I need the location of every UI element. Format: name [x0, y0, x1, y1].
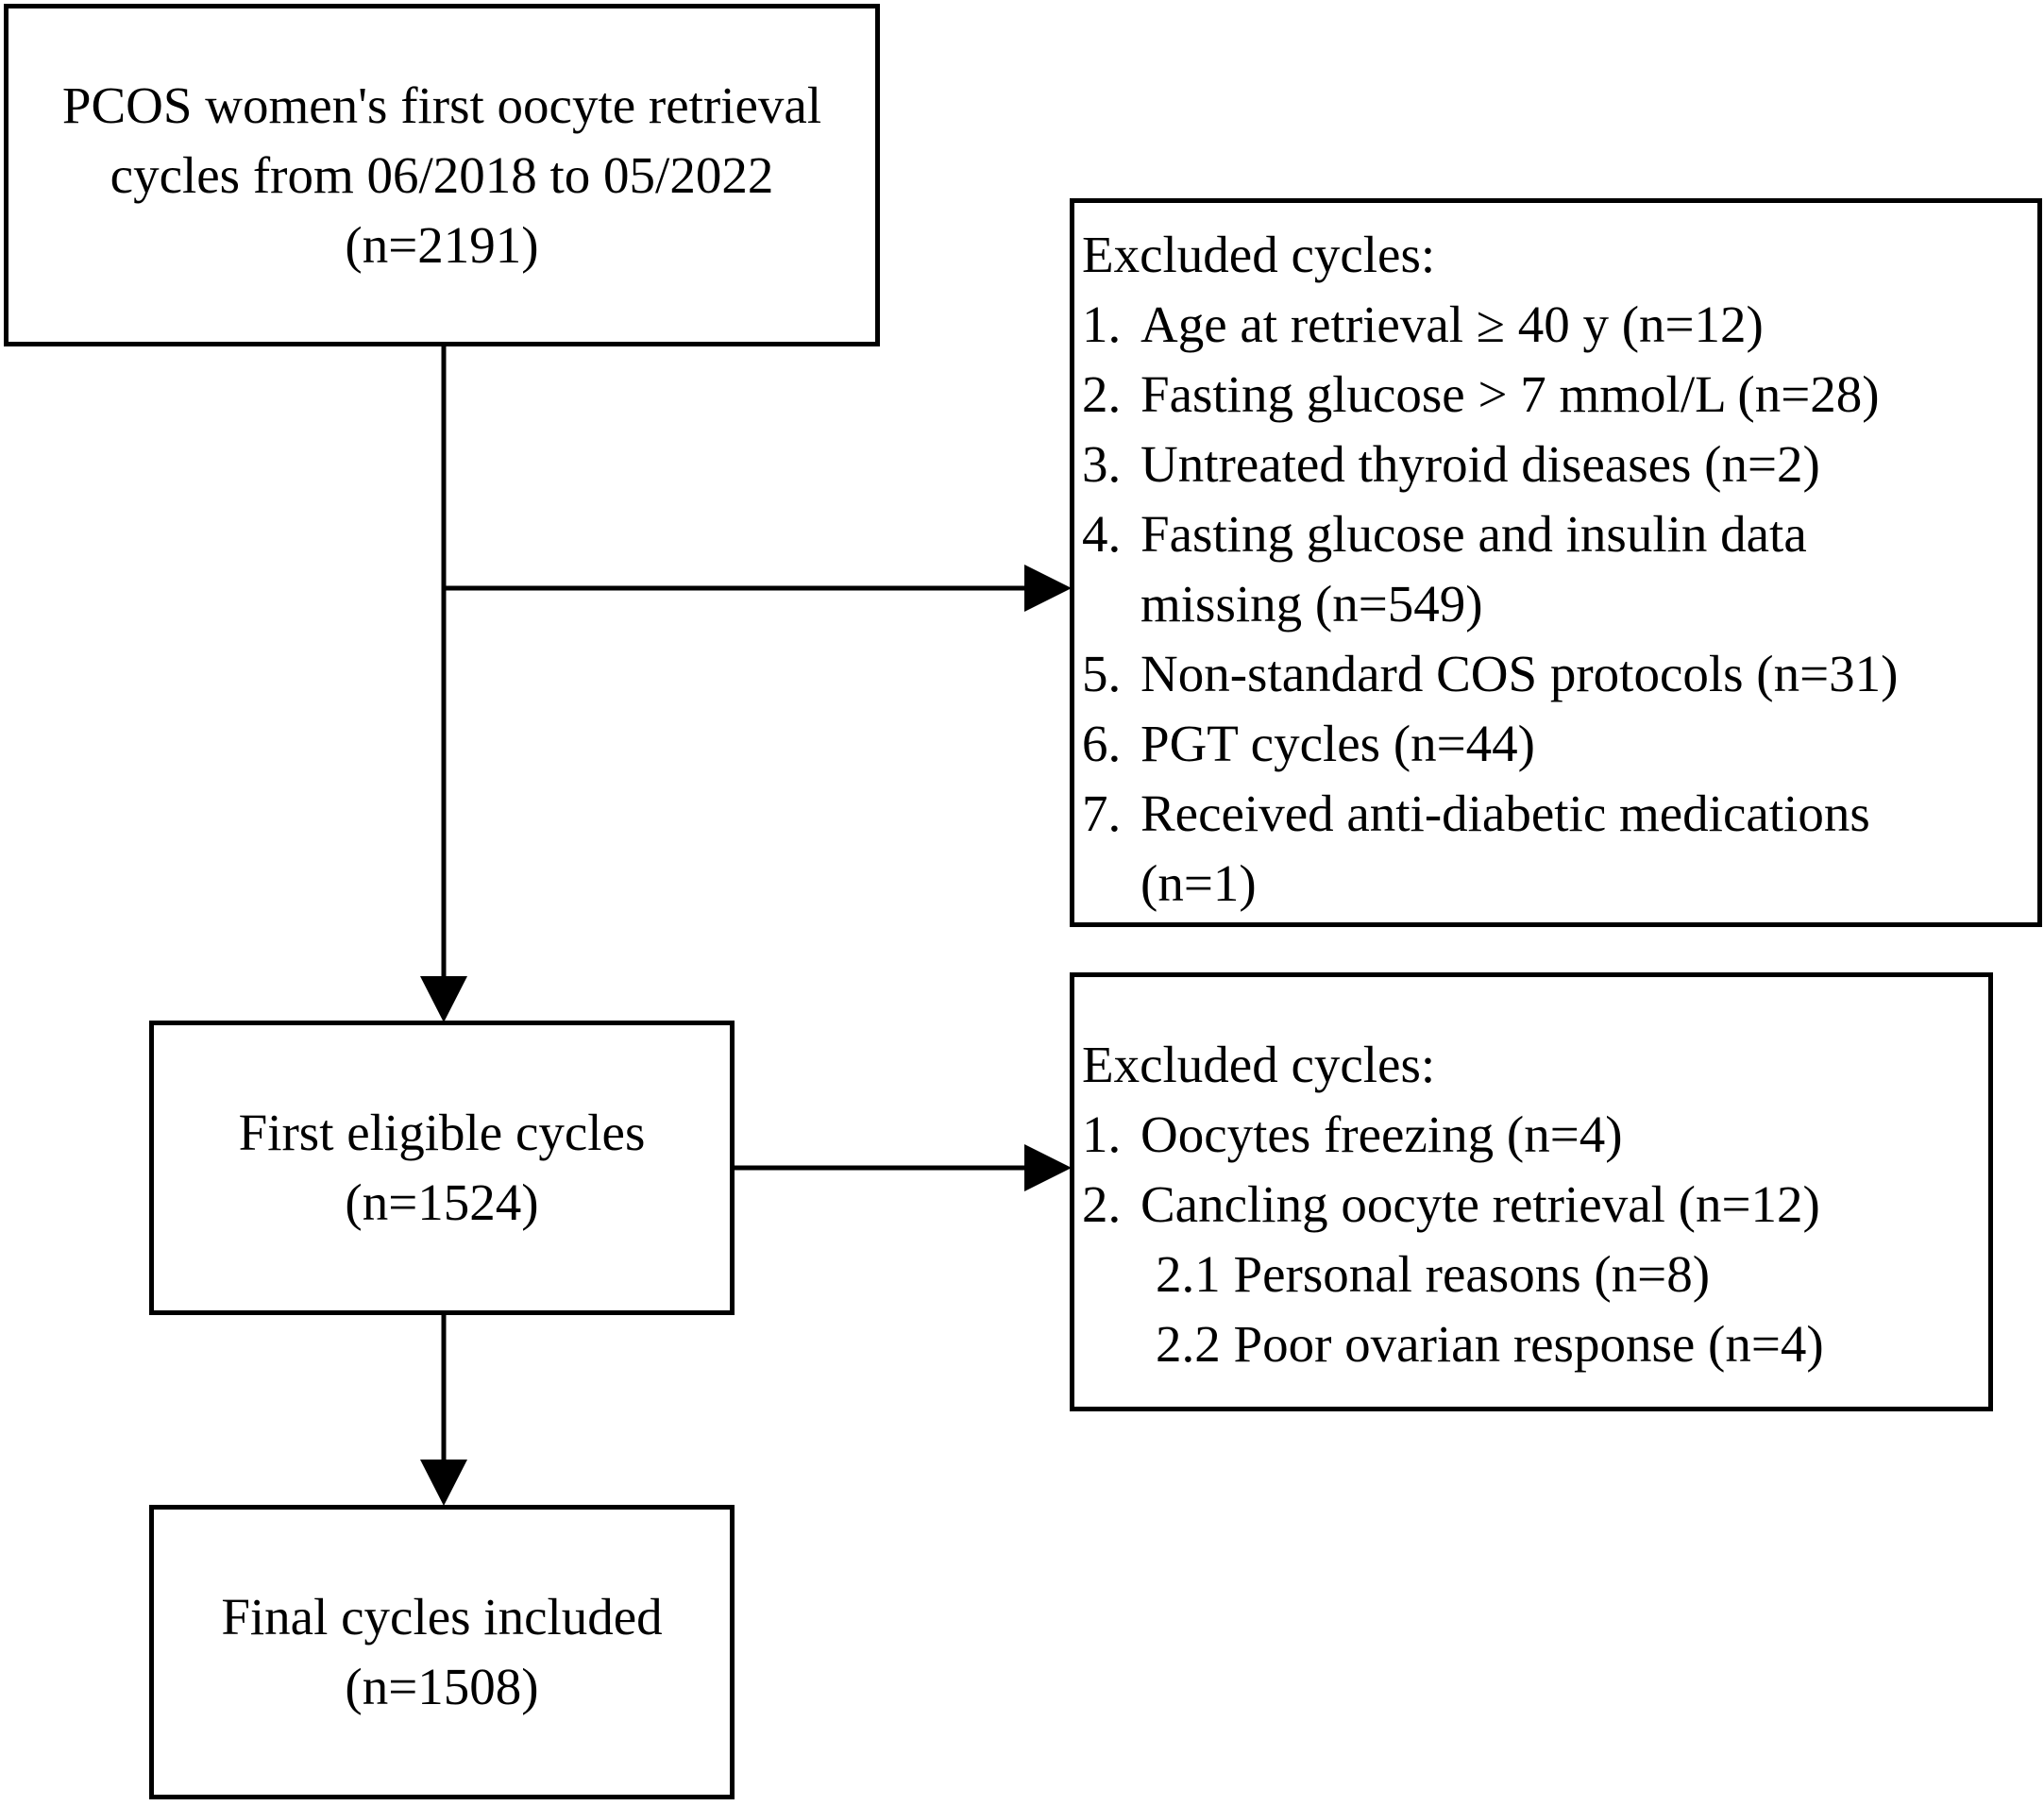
exclusion-1-list: Excluded cycles: 1. Age at retrieval ≥ 4…	[1074, 220, 2037, 919]
exclusion-2-item: 1. Oocytes freezing (n=4)	[1082, 1100, 1988, 1170]
eligible-box-label: First eligible cycles	[238, 1104, 646, 1161]
exclusion-2-subitem: 2.2 Poor ovarian response (n=4)	[1156, 1315, 1824, 1373]
start-box-count: (n=2191)	[345, 215, 539, 274]
item-text: Non-standard COS protocols (n=31)	[1140, 645, 1899, 702]
exclusion-1-item: 3. Untreated thyroid diseases (n=2)	[1082, 430, 2037, 499]
exclusion-1-item: 2. Fasting glucose > 7 mmol/L (n=28)	[1082, 360, 2037, 430]
arrowhead-down-2	[420, 1460, 467, 1506]
item-text: Untreated thyroid diseases (n=2)	[1140, 435, 1820, 493]
exclusion-2-subitem: 2.1 Personal reasons (n=8)	[1156, 1245, 1711, 1303]
final-box-label: Final cycles included	[221, 1588, 663, 1646]
eligible-box: First eligible cycles (n=1524)	[149, 1021, 735, 1315]
exclusion-box-1: Excluded cycles: 1. Age at retrieval ≥ 4…	[1070, 198, 2042, 927]
exclusion-2-item: 2. Cancling oocyte retrieval (n=12)	[1082, 1170, 1988, 1240]
final-box: Final cycles included (n=1508)	[149, 1505, 735, 1799]
arrowhead-right-1	[1024, 565, 1072, 612]
exclusion-1-item: 4. Fasting glucose and insulin data	[1082, 499, 2037, 569]
final-box-count: (n=1508)	[345, 1658, 539, 1715]
item-number: 7.	[1082, 785, 1122, 842]
item-number: 6.	[1082, 715, 1122, 772]
item-continuation: missing (n=549)	[1140, 575, 1483, 633]
start-box-line1: PCOS women's first oocyte retrieval	[61, 76, 822, 134]
eligible-box-count: (n=1524)	[345, 1173, 539, 1231]
exclusion-1-item: 5. Non-standard COS protocols (n=31)	[1082, 639, 2037, 709]
item-text: PGT cycles (n=44)	[1140, 715, 1535, 772]
item-number: 4.	[1082, 505, 1122, 563]
start-box: PCOS women's first oocyte retrieval cycl…	[4, 4, 880, 346]
item-text: Age at retrieval ≥ 40 y (n=12)	[1140, 295, 1764, 353]
item-number: 3.	[1082, 435, 1122, 493]
start-box-line2: cycles from 06/2018 to 05/2022	[110, 145, 774, 204]
item-text: Received anti-diabetic medications	[1140, 785, 1870, 842]
exclusion-1-item: 6. PGT cycles (n=44)	[1082, 709, 2037, 779]
item-number: 1.	[1082, 1106, 1122, 1163]
arrowhead-right-2	[1024, 1144, 1072, 1191]
item-number: 2.	[1082, 365, 1122, 423]
item-text: Oocytes freezing (n=4)	[1140, 1106, 1623, 1163]
exclusion-1-item: 1. Age at retrieval ≥ 40 y (n=12)	[1082, 290, 2037, 360]
item-text: Cancling oocyte retrieval (n=12)	[1140, 1175, 1820, 1233]
item-continuation: (n=1)	[1140, 854, 1257, 912]
item-text: Fasting glucose > 7 mmol/L (n=28)	[1140, 365, 1880, 423]
exclusion-2-title: Excluded cycles:	[1082, 1036, 1436, 1093]
exclusion-1-item: 7. Received anti-diabetic medications	[1082, 779, 2037, 849]
item-number: 1.	[1082, 295, 1122, 353]
item-number: 2.	[1082, 1175, 1122, 1233]
item-text: Fasting glucose and insulin data	[1140, 505, 1807, 563]
arrowhead-down-1	[420, 976, 467, 1022]
item-number: 5.	[1082, 645, 1122, 702]
exclusion-box-2: Excluded cycles: 1. Oocytes freezing (n=…	[1070, 972, 1993, 1411]
exclusion-1-title: Excluded cycles:	[1082, 226, 1436, 283]
exclusion-2-list: Excluded cycles: 1. Oocytes freezing (n=…	[1074, 1030, 1988, 1379]
